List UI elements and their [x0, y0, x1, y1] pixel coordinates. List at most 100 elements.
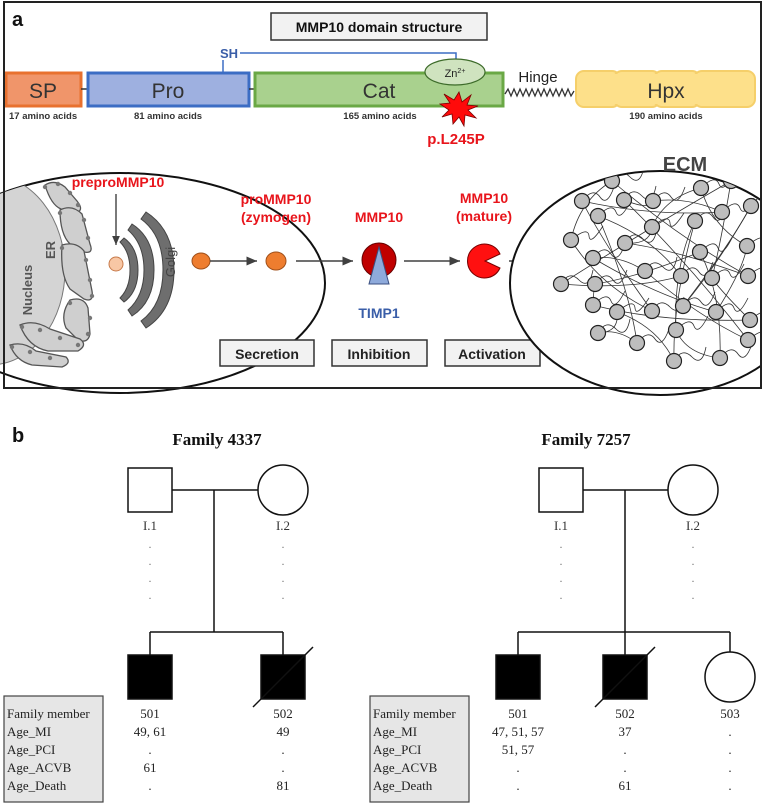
member-value: . — [623, 760, 626, 775]
father-symbol — [538, 467, 584, 513]
inhibited-mmp10-label: MMP10 — [355, 209, 403, 225]
domain-structure-title-box — [270, 12, 488, 41]
cat-length: 165 amino acids — [343, 111, 416, 122]
sh-label: SH — [220, 46, 238, 61]
ecm-protein-node — [584, 296, 602, 314]
parent-id: I.1 — [554, 518, 568, 533]
ecm-protein-node — [738, 237, 756, 255]
row-label: Age_Death — [7, 778, 67, 793]
golgi-vesicle-dot — [191, 252, 211, 270]
ecm-fiber — [592, 243, 626, 259]
member-value: 502 — [615, 706, 635, 721]
cell: Nucleus ER Golgi preproMMP10 — [0, 172, 326, 394]
deceased-slash — [594, 646, 656, 708]
member-value: 49 — [277, 724, 290, 739]
ecm-fiber — [711, 180, 732, 279]
timp1-triangle-icon — [368, 245, 390, 285]
affected-male-symbol — [127, 654, 173, 700]
ecm-fiber — [592, 304, 751, 321]
activation-label: Activation — [458, 346, 526, 362]
missing-value-dot: . — [149, 554, 152, 568]
member-value: 501 — [508, 706, 528, 721]
ecm-fiber — [699, 251, 721, 359]
ecm-protein-node — [665, 352, 683, 370]
missing-value-dot: . — [560, 554, 563, 568]
ecm-fiber — [623, 199, 749, 341]
deceased-slash — [252, 646, 314, 708]
missing-value-dot: . — [692, 571, 695, 585]
ecm-protein-node — [713, 203, 731, 221]
ecm-protein-node — [686, 212, 704, 230]
domain-structure-title: MMP10 domain structure — [296, 19, 463, 35]
golgi — [119, 211, 175, 329]
ecm-fiber — [682, 291, 716, 307]
ecm-protein-node — [584, 249, 602, 267]
member-value: . — [728, 778, 731, 793]
ecm-protein-node — [636, 262, 654, 280]
ecm-protein-node — [589, 324, 607, 342]
ecm-fiber — [597, 215, 638, 344]
ecm-protein-node — [674, 297, 692, 315]
ecm-protein-node — [711, 349, 729, 367]
ecm-fiber — [616, 297, 650, 313]
row-label: Age_ACVB — [373, 760, 438, 775]
mature-mmp10-label: MMP10 — [460, 190, 508, 206]
ecm-fiber — [715, 297, 749, 313]
member-value: . — [728, 760, 731, 775]
ecm-protein-node — [643, 218, 661, 236]
missing-value-dot: . — [692, 537, 695, 551]
parent-id: I.1 — [143, 518, 157, 533]
ecm-protein-node — [703, 269, 721, 287]
ecm-fiber — [592, 257, 717, 313]
missing-value-dot: . — [560, 537, 563, 551]
mother-symbol — [257, 464, 309, 516]
member-value: 502 — [273, 706, 293, 721]
ecm-protein-node — [643, 302, 661, 320]
mother-symbol — [667, 464, 719, 516]
mature-label: (mature) — [456, 208, 512, 224]
female-symbol — [704, 651, 756, 703]
ecm-fiber — [570, 225, 604, 241]
nucleus-label: Nucleus — [20, 265, 35, 316]
panel-a-label: a — [12, 9, 24, 31]
missing-value-dot: . — [282, 588, 285, 602]
family-title: Family 4337 — [172, 430, 262, 449]
domain-sp-label: SP — [29, 80, 57, 103]
panel-b-label: b — [12, 425, 24, 447]
missing-value-dot: . — [560, 571, 563, 585]
member-value: . — [623, 742, 626, 757]
ecm-protein-node — [644, 192, 662, 210]
pro-mmp10-dot — [265, 251, 287, 271]
row-label: Age_MI — [7, 724, 51, 739]
member-value: 503 — [720, 706, 740, 721]
member-value: . — [281, 760, 284, 775]
member-value: . — [516, 778, 519, 793]
missing-value-dot: . — [560, 588, 563, 602]
ecm-label: ECM — [663, 154, 707, 176]
hinge-linker — [504, 87, 575, 98]
ecm-protein-node — [692, 179, 710, 197]
mature-mmp10-pacman — [467, 243, 501, 279]
ecm-fiber — [636, 328, 670, 344]
activation-box — [444, 339, 541, 367]
ecm-protein-node — [742, 197, 760, 215]
ecm-protein-node — [608, 303, 626, 321]
member-value: 47, 51, 57 — [492, 724, 545, 739]
member-value: 37 — [619, 724, 633, 739]
ecm-fiber — [570, 239, 653, 312]
endoplasmic-reticulum — [9, 181, 93, 368]
ecm-fiber — [675, 315, 709, 331]
missing-value-dot: . — [692, 588, 695, 602]
ecm-protein-node — [589, 207, 607, 225]
secretion-box — [219, 339, 315, 367]
member-value: . — [148, 778, 151, 793]
member-value: 49, 61 — [134, 724, 167, 739]
ecm-protein-node — [672, 267, 690, 285]
missing-value-dot: . — [692, 554, 695, 568]
hpx-length: 190 amino acids — [629, 111, 702, 122]
ecm-fiber — [597, 201, 631, 217]
prepro-mmp10-dot — [108, 256, 124, 272]
row-label: Age_Death — [373, 778, 433, 793]
